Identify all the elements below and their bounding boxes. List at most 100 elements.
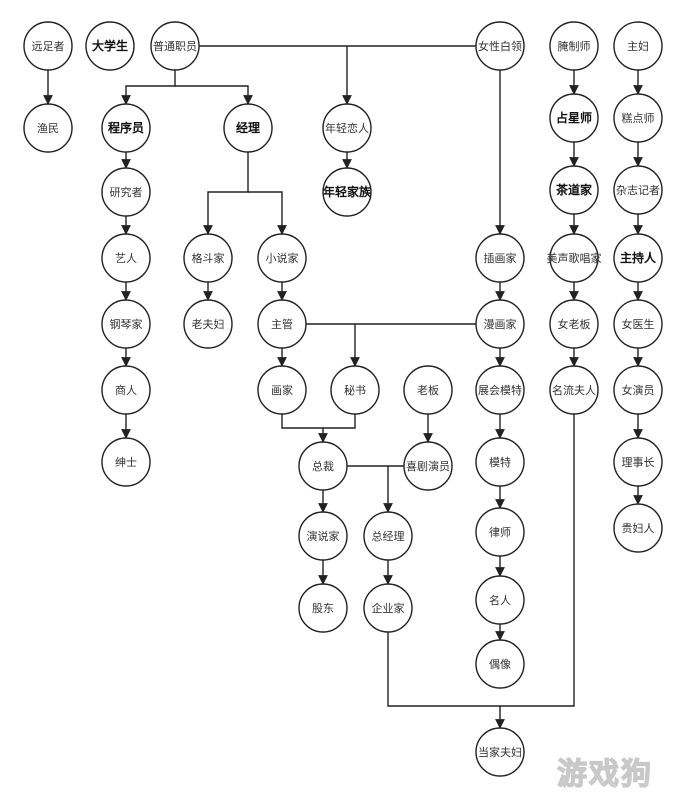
node-label: 女医生 — [622, 317, 655, 331]
node-label: 当家夫妇 — [478, 745, 522, 759]
node-circle — [475, 21, 525, 71]
node-circle — [613, 93, 663, 143]
node-circle — [101, 365, 151, 415]
node-label: 女性白领 — [478, 39, 522, 53]
node-label: 钢琴家 — [110, 317, 143, 331]
node-ouxiang: 偶像 — [475, 639, 525, 689]
node-circle — [183, 233, 233, 283]
node-circle — [549, 21, 599, 71]
node-zazhijizhe: 杂志记者 — [613, 165, 663, 215]
node-qiyejia: 企业家 — [363, 583, 413, 633]
node-label: 总裁 — [312, 459, 334, 473]
node-circle — [475, 639, 525, 689]
node-circle — [613, 21, 663, 71]
node-label: 秘书 — [344, 383, 366, 397]
node-mingliufuren: 名流夫人 — [549, 365, 599, 415]
node-circle — [363, 511, 413, 561]
node-circle — [23, 103, 73, 153]
node-shangren: 商人 — [101, 365, 151, 415]
node-putongzhiyuan: 普通职员 — [150, 21, 200, 71]
node-circle — [150, 21, 200, 71]
node-lishizhang: 理事长 — [613, 437, 663, 487]
node-circle — [475, 727, 525, 777]
node-yanjiuzhe: 研究者 — [101, 167, 151, 217]
node-label: 插画家 — [484, 251, 517, 265]
node-xijuyanyuan: 喜剧演员 — [403, 441, 453, 491]
node-circle — [101, 167, 151, 217]
node-label: 贵妇人 — [622, 522, 655, 535]
edge-11 — [248, 191, 287, 235]
node-circle — [257, 365, 307, 415]
node-nianqinglianren: 年轻恋人 — [322, 103, 372, 153]
node-nianqingjiazu: 年轻家族 — [322, 167, 372, 217]
node-label: 美声歌唱家 — [547, 251, 602, 265]
node-circle — [475, 233, 525, 283]
node-circle — [613, 437, 663, 487]
node-label: 格斗家 — [192, 251, 225, 265]
node-label: 年轻家族 — [323, 184, 372, 199]
node-gaodianshi: 糕点师 — [613, 93, 663, 143]
node-label: 主持人 — [620, 250, 657, 265]
node-nvyisheng: 女医生 — [613, 299, 663, 349]
node-label: 总经理 — [372, 529, 405, 543]
node-label: 年轻恋人 — [325, 121, 369, 135]
node-label: 漫画家 — [484, 317, 517, 331]
node-chadaojia: 茶道家 — [549, 165, 599, 215]
edge-4 — [175, 85, 253, 105]
node-circle — [613, 503, 663, 553]
node-label: 女演员 — [622, 383, 655, 397]
node-circle — [223, 103, 273, 153]
node-circle — [363, 583, 413, 633]
node-mote: 模特 — [475, 437, 525, 487]
node-circle — [403, 441, 453, 491]
node-label: 大学生 — [92, 38, 128, 53]
node-chengxuyuan: 程序员 — [101, 103, 151, 153]
node-circle — [549, 93, 599, 143]
node-circle — [613, 299, 663, 349]
node-yiren: 艺人 — [101, 233, 151, 283]
node-circle — [322, 167, 372, 217]
node-circle — [475, 507, 525, 557]
node-huajia: 画家 — [257, 365, 307, 415]
node-label: 商人 — [115, 383, 137, 397]
node-circle — [183, 299, 233, 349]
node-label: 偶像 — [489, 658, 511, 671]
node-label: 渔民 — [37, 122, 59, 135]
node-label: 杂志记者 — [616, 184, 660, 197]
node-zhuguan: 主管 — [257, 299, 307, 349]
node-circle — [101, 299, 151, 349]
node-label: 普通职员 — [153, 39, 197, 53]
edge-10 — [203, 152, 249, 235]
edge-39 — [500, 414, 575, 707]
node-label: 绅士 — [115, 456, 137, 469]
node-zongjingli: 总经理 — [363, 511, 413, 561]
node-zongcai: 总裁 — [298, 441, 348, 491]
node-label: 主妇 — [627, 40, 649, 53]
node-circle — [85, 21, 135, 71]
watermark-logo: 游戏狗 — [556, 756, 653, 792]
node-dangjiafufu: 当家夫妇 — [475, 727, 525, 777]
node-label: 程序员 — [108, 120, 144, 135]
node-zhanhuimote: 展会模特 — [475, 365, 525, 415]
node-circle — [613, 165, 663, 215]
node-label: 理事长 — [622, 456, 655, 469]
node-mishu: 秘书 — [330, 365, 380, 415]
node-nvyanyuan: 女演员 — [613, 365, 663, 415]
node-label: 老夫妇 — [192, 318, 225, 331]
node-gudong: 股东 — [298, 583, 348, 633]
node-label: 名人 — [489, 593, 511, 607]
nodes-layer: 远足者渔民大学生普通职员程序员经理研究者艺人钢琴家商人绅士格斗家老夫妇小说家主管… — [23, 21, 663, 777]
node-gangqinjia: 钢琴家 — [101, 299, 151, 349]
edge-3 — [121, 70, 176, 105]
watermark-text: 游戏狗 — [557, 757, 653, 792]
node-lvshi: 律师 — [475, 507, 525, 557]
node-manhuajia: 漫画家 — [475, 299, 525, 349]
node-yanzhishi: 腌制师 — [549, 21, 599, 71]
node-circle — [257, 299, 307, 349]
node-label: 老板 — [417, 383, 439, 397]
node-label: 经理 — [236, 120, 260, 135]
node-circle — [475, 299, 525, 349]
node-circle — [23, 21, 73, 71]
node-mingren: 名人 — [475, 575, 525, 625]
